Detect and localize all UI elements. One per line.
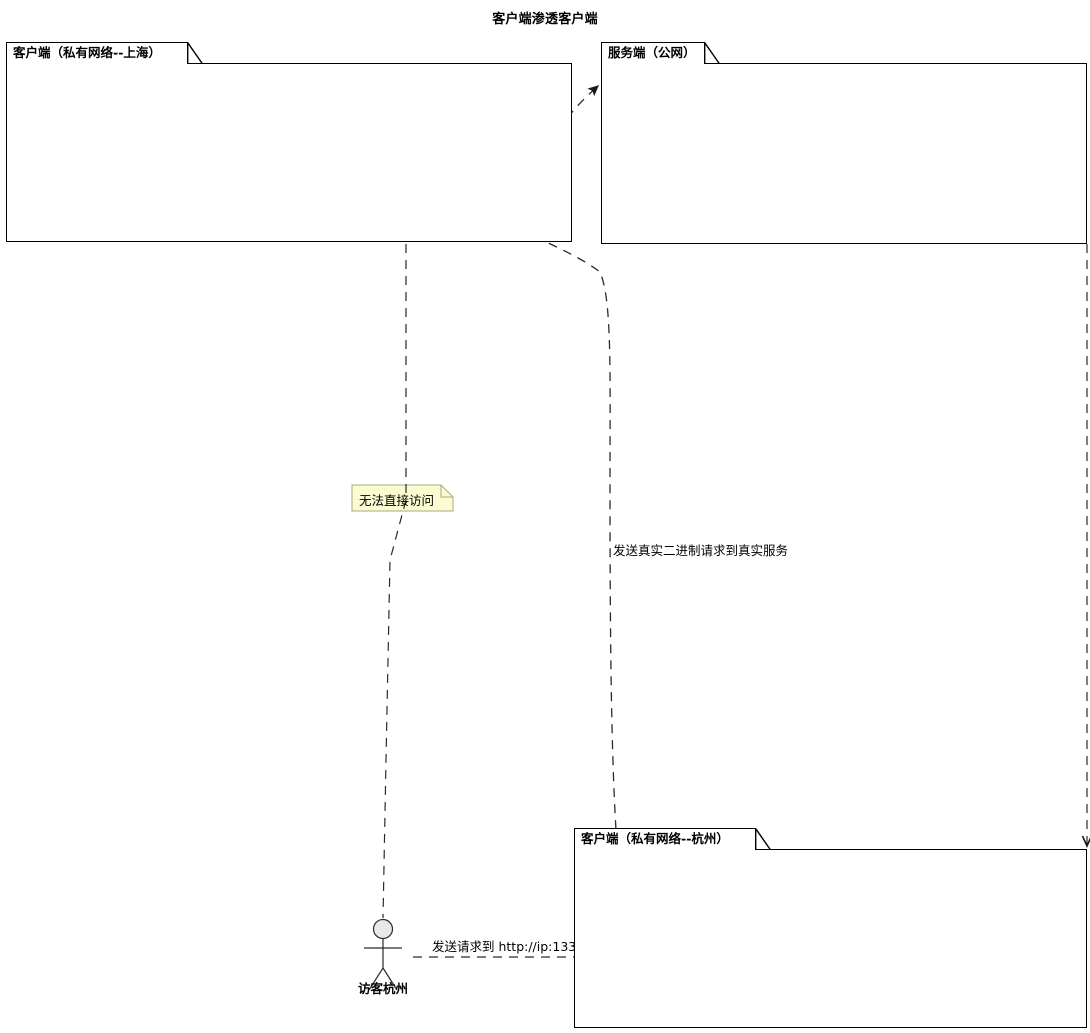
page-title: 客户端渗透客户端 (492, 12, 598, 27)
edge-label-visitor-request: 发送请求到 http://ip:13306 (432, 939, 593, 954)
package-tab-slant-icon (187, 42, 203, 64)
package-server-public-body (601, 63, 1087, 244)
package-shanghai-client[interactable]: 客户端（私有网络--上海） 上海客户端端口 上海默认UI页面端口:6004 (6, 42, 572, 242)
package-shanghai-client-body (6, 63, 572, 242)
package-shanghai-client-tab: 客户端（私有网络--上海） (6, 42, 188, 64)
package-hangzhou-client-body (574, 849, 1087, 1028)
actor-label: 访客杭州 (357, 981, 408, 996)
edge-label-binary-request: 发送真实二进制请求到真实服务 (613, 543, 789, 558)
package-hangzhou-client[interactable]: 客户端（私有网络--杭州） 客户端端口 客户端开放端口:13306 (574, 828, 1087, 1028)
note-text: 无法直接访问 (359, 493, 435, 508)
package-tab-slant-icon (704, 42, 720, 64)
package-hangzhou-client-tab: 客户端（私有网络--杭州） (574, 828, 756, 850)
edge-mysql-to-visitor (382, 196, 407, 919)
package-tab-slant-icon (755, 828, 771, 850)
package-server-public-tab: 服务端（公网） (601, 42, 705, 64)
package-server-public[interactable]: 服务端（公网） 服务端开放端口 默认UI页面端口:6001 (601, 42, 1087, 244)
